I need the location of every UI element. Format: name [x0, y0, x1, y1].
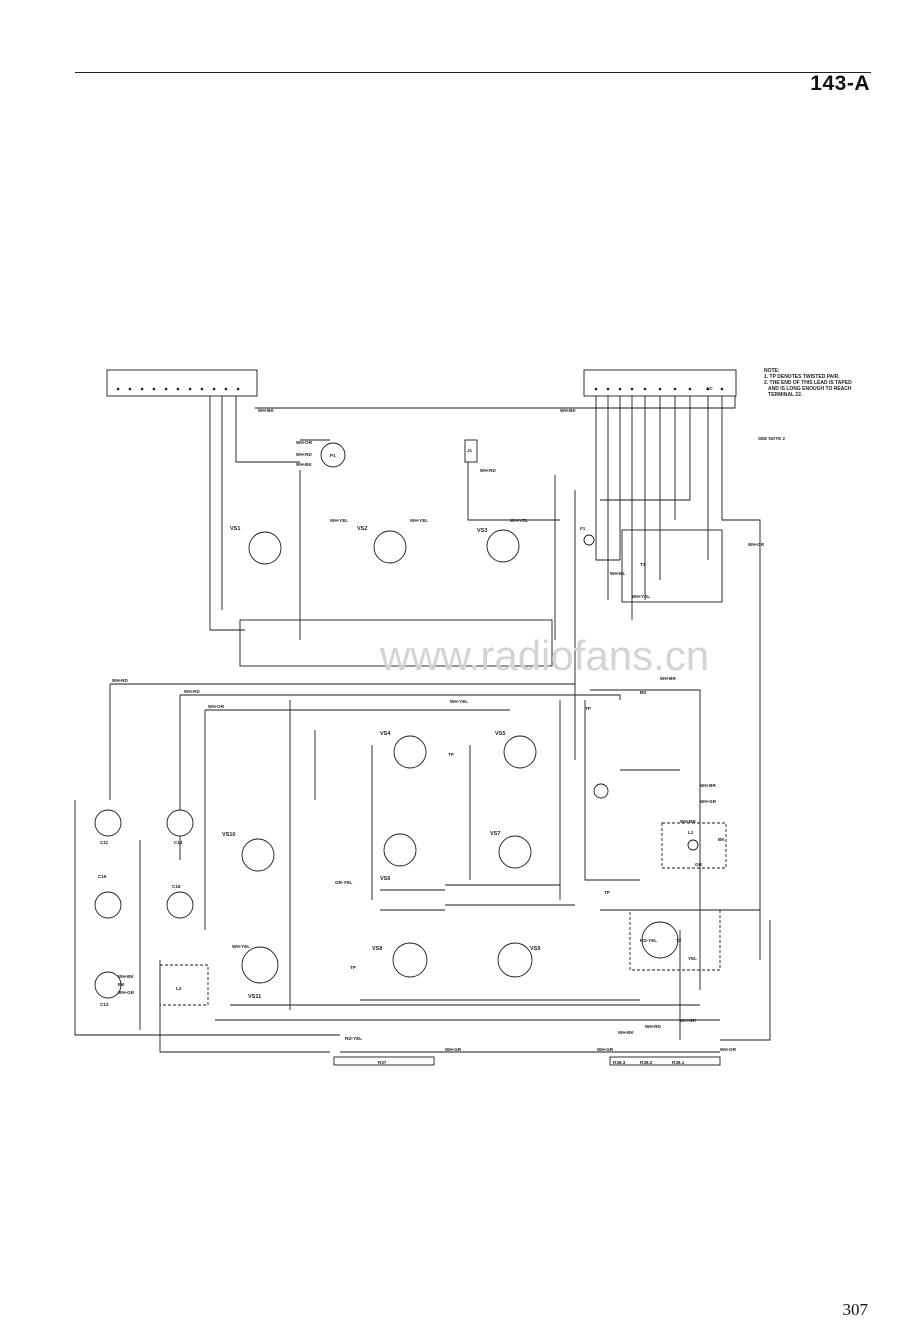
component-label: R36.2 — [640, 1060, 653, 1065]
component-label: C18 — [172, 884, 181, 889]
wire-label: WH-GR — [597, 1047, 614, 1052]
component-label: L2 — [176, 986, 182, 991]
wire-label: WH-YEL — [410, 518, 428, 523]
wire-label: YEL — [688, 956, 697, 961]
wire-label: AC — [706, 386, 713, 391]
terminal-strip-right — [583, 369, 737, 397]
header-rule — [75, 72, 871, 73]
tube-label: VS6 — [380, 876, 390, 882]
notes-heading: NOTE: — [764, 368, 780, 374]
component-label: C11 — [100, 840, 109, 845]
watermark: www.radiofans.cn — [379, 632, 709, 679]
wire-label: WH-RD — [296, 452, 313, 457]
component-label: C16 — [98, 874, 107, 879]
wire-label: GR-YEL — [335, 880, 353, 885]
wire-label: WH-RD — [645, 1024, 662, 1029]
wire-label: WH-YEL — [330, 518, 348, 523]
wire-label: RD-YEL — [640, 938, 657, 943]
tube-label: VS9 — [530, 946, 540, 952]
component-label: C13 — [100, 1002, 109, 1007]
wire-label: WH-GR — [700, 799, 717, 804]
component-label: L1 — [688, 830, 694, 835]
tube-label: VS3 — [477, 528, 487, 534]
tube-label: VS11 — [248, 994, 261, 1000]
wire-label: WH-YEL — [510, 518, 528, 523]
component-label: J1 — [467, 448, 473, 453]
component-label: R36.1 — [672, 1060, 685, 1065]
wire-label: WH-YEL — [450, 699, 468, 704]
resistor-r37 — [333, 1056, 435, 1066]
component-label: F1 — [580, 526, 586, 531]
wire-label: WH-BK — [296, 462, 313, 467]
wire-label: WH-GR — [118, 990, 135, 995]
wire-label: TP — [604, 890, 610, 895]
wire-label: WH-GR — [445, 1047, 462, 1052]
tube-label: VS5 — [495, 731, 505, 737]
component-label: R37 — [378, 1060, 387, 1065]
tube-label: VS1 — [230, 526, 240, 532]
resistor-r36 — [609, 1056, 721, 1066]
tube-label: VS4 — [380, 731, 391, 737]
wire-label: WH-YEL — [632, 594, 650, 599]
wire-label: BK — [718, 837, 725, 842]
wire-label: WH-RD — [112, 678, 129, 683]
wire-label: WH-RD — [480, 468, 497, 473]
tube-label: VS7 — [490, 831, 500, 837]
wire-label: WH-GR — [680, 1018, 697, 1023]
tube-label: VS10 — [222, 832, 235, 838]
wire-label: WH-BR — [680, 819, 697, 824]
wire-label: WH-BK — [618, 1030, 635, 1035]
wire-label: WH-RD — [184, 689, 201, 694]
note-line-1: 1. TP DENOTES TWISTED PAIR. — [764, 374, 840, 380]
wire-label: TP — [585, 706, 591, 711]
note-line-3: AND IS LONG ENOUGH TO REACH — [764, 386, 852, 392]
wire-label: WH-BR — [660, 676, 677, 681]
component-label: C14 — [174, 840, 183, 845]
wire-label: TP — [448, 752, 454, 757]
wire-label: WH-BR — [700, 783, 717, 788]
wire-label: WH-BL — [610, 571, 626, 576]
terminal-strip-left — [106, 369, 258, 397]
wire-label: WH-YEL — [232, 944, 250, 949]
model-number: 143-A — [810, 72, 870, 95]
wire-label: RD-YEL — [345, 1036, 362, 1041]
note-line-2: 2. THE END OF THIS LEAD IS TAPED — [764, 380, 852, 386]
wire-label: TP — [350, 965, 356, 970]
wire-label: WH-GR — [748, 542, 765, 547]
component-label: T2 — [676, 938, 682, 943]
component-label: T1 — [640, 562, 646, 567]
tube-label: VS2 — [357, 526, 367, 532]
wire-label: GR — [695, 862, 703, 867]
component-label: R36.3 — [613, 1060, 626, 1065]
wire-label: WH-GR — [208, 704, 225, 709]
wire-label: WH-BK — [560, 408, 577, 413]
component-label: P1 — [330, 453, 336, 458]
notes-block: NOTE: 1. TP DENOTES TWISTED PAIR. 2. THE… — [764, 368, 874, 398]
wire-label: WH-BK — [118, 974, 135, 979]
wire-label: WH-GR — [296, 440, 313, 445]
note-line-4: TERMINAL 22. — [764, 392, 803, 398]
wire-label: BK — [118, 982, 125, 987]
page-number: 307 — [842, 1300, 869, 1319]
wire-label: WH-BK — [258, 408, 275, 413]
see-note-label: SEE NOTE 2 — [758, 436, 786, 441]
tube-label: VS8 — [372, 946, 382, 952]
wire-label: WH-GR — [720, 1047, 737, 1052]
wire-label: BK — [640, 690, 647, 695]
